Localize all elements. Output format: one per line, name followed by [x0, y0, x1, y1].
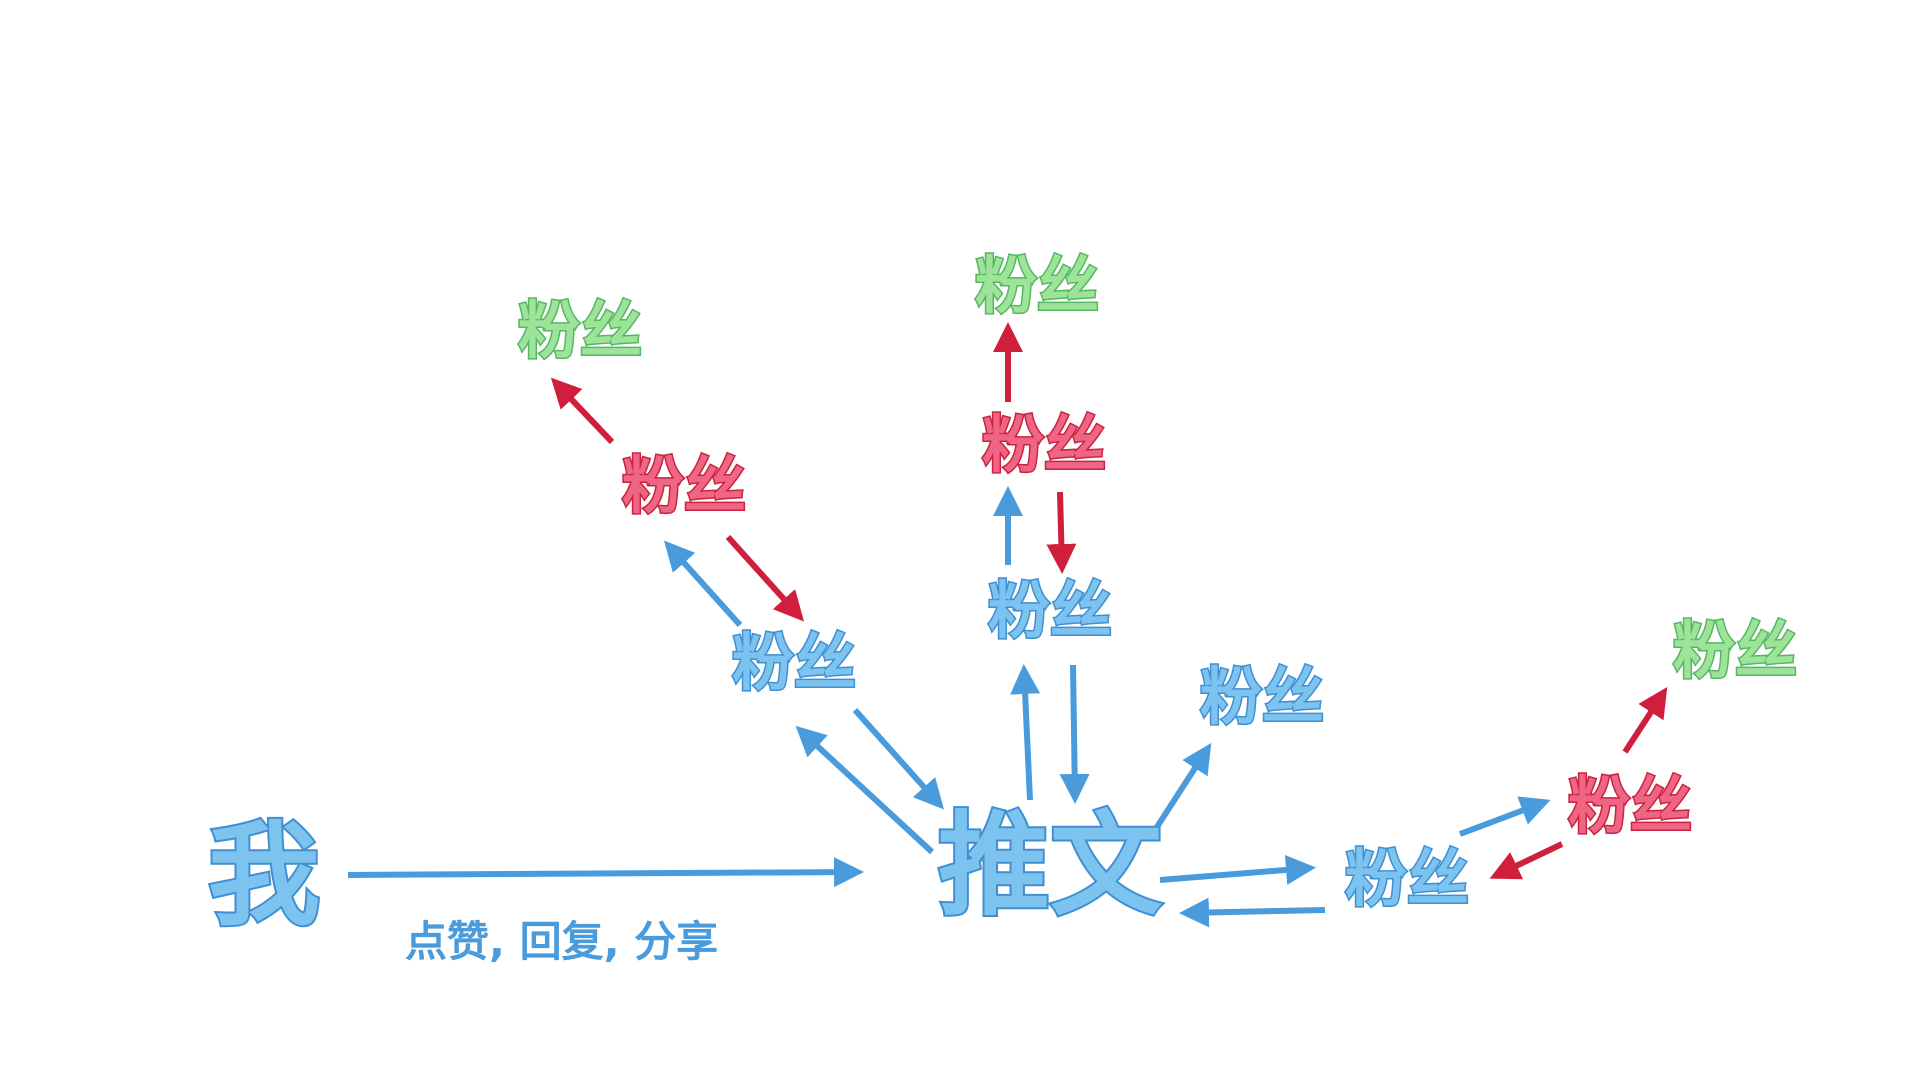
arrow-fan-bottom-right-to-tweet [1179, 897, 1326, 928]
fan-node-bottom-right: 粉丝 [1343, 842, 1470, 915]
me-node: 我 [206, 811, 322, 941]
arrow-red-to-green-bottom-right [1622, 686, 1668, 754]
fan-node-bottom-right-red: 粉丝 [1566, 769, 1693, 842]
fan-node-upper-left: 粉丝 [730, 626, 857, 699]
arrow-red-to-fan-bottom-right [1489, 841, 1564, 880]
fan-node-center: 粉丝 [986, 574, 1113, 647]
fan-node-bottom-right-green: 粉丝 [1671, 614, 1798, 687]
arrow-red-to-fan-upper-left [725, 534, 805, 622]
arrow-fan-upper-left-to-tweet [852, 707, 945, 810]
fan-node-upper-left-green: 粉丝 [516, 294, 643, 367]
arrow-tweet-to-fan-right [1152, 742, 1212, 832]
arrow-tweet-to-fan-bottom-right [1159, 854, 1316, 885]
fan-node-center-green: 粉丝 [973, 249, 1100, 322]
fan-node-right: 粉丝 [1198, 660, 1325, 733]
arrow-fan-center-to-tweet [1059, 664, 1090, 804]
fan-node-upper-left-red: 粉丝 [620, 449, 747, 522]
arrow-red-to-fan-center [1046, 491, 1077, 574]
arrow-tweet-to-fan-center [1010, 664, 1041, 801]
arrow-red-to-green-upper-left [550, 377, 615, 445]
arrow-fan-bottom-right-to-red [1458, 796, 1551, 837]
fan-node-center-red: 粉丝 [980, 408, 1107, 481]
tweet-node: 推文 [936, 801, 1164, 931]
arrow-tweet-to-fan-upper-left [795, 725, 935, 855]
edge-label: 点赞, 回复, 分享 [405, 917, 719, 966]
arrow-me-to-tweet [347, 857, 864, 888]
arrow-fan-upper-left-to-red [663, 540, 743, 628]
